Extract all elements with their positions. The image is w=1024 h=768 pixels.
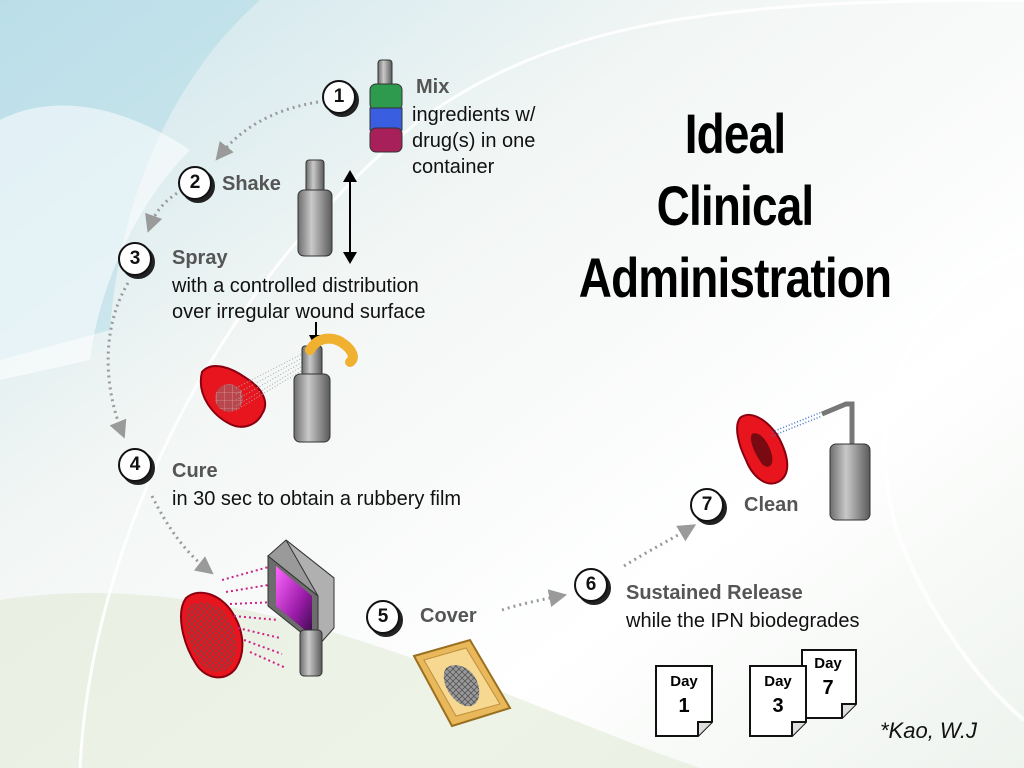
- step-2-label: Shake: [222, 173, 281, 195]
- step-4-badge: 4: [118, 448, 152, 482]
- step-6-label: Sustained Release: [626, 582, 803, 604]
- step-5-label: Cover: [420, 605, 477, 627]
- author-credit: *Kao, W.J: [880, 718, 977, 743]
- step-1-desc-line-2: drug(s) in one: [412, 130, 536, 152]
- step-1-desc-line-1: ingredients w/: [412, 104, 536, 126]
- step-3-badge: 3: [118, 242, 152, 276]
- slide-title: Ideal Clinical Administration: [559, 98, 912, 314]
- step-3-label: Spray: [172, 247, 228, 269]
- step-1-badge: 1: [322, 80, 356, 114]
- step-4-label: Cure: [172, 460, 218, 482]
- title-line-1: Ideal: [684, 102, 786, 165]
- step-3-desc-line-2: over irregular wound surface: [172, 301, 426, 323]
- step-5-badge: 5: [366, 600, 400, 634]
- step-1-desc-line-3: container: [412, 156, 495, 178]
- title-line-3: Administration: [578, 246, 892, 309]
- step-1-label: Mix: [416, 76, 450, 98]
- step-6-badge: 6: [574, 568, 608, 602]
- step-2-badge: 2: [178, 166, 212, 200]
- title-line-2: Clinical: [656, 174, 815, 237]
- step-7-label: Clean: [744, 494, 799, 516]
- step-7-badge: 7: [690, 488, 724, 522]
- step-4-desc-line-1: in 30 sec to obtain a rubbery film: [172, 488, 462, 510]
- step-6-desc-line-1: while the IPN biodegrades: [626, 610, 860, 632]
- step-3-desc-line-1: with a controlled distribution: [172, 275, 419, 297]
